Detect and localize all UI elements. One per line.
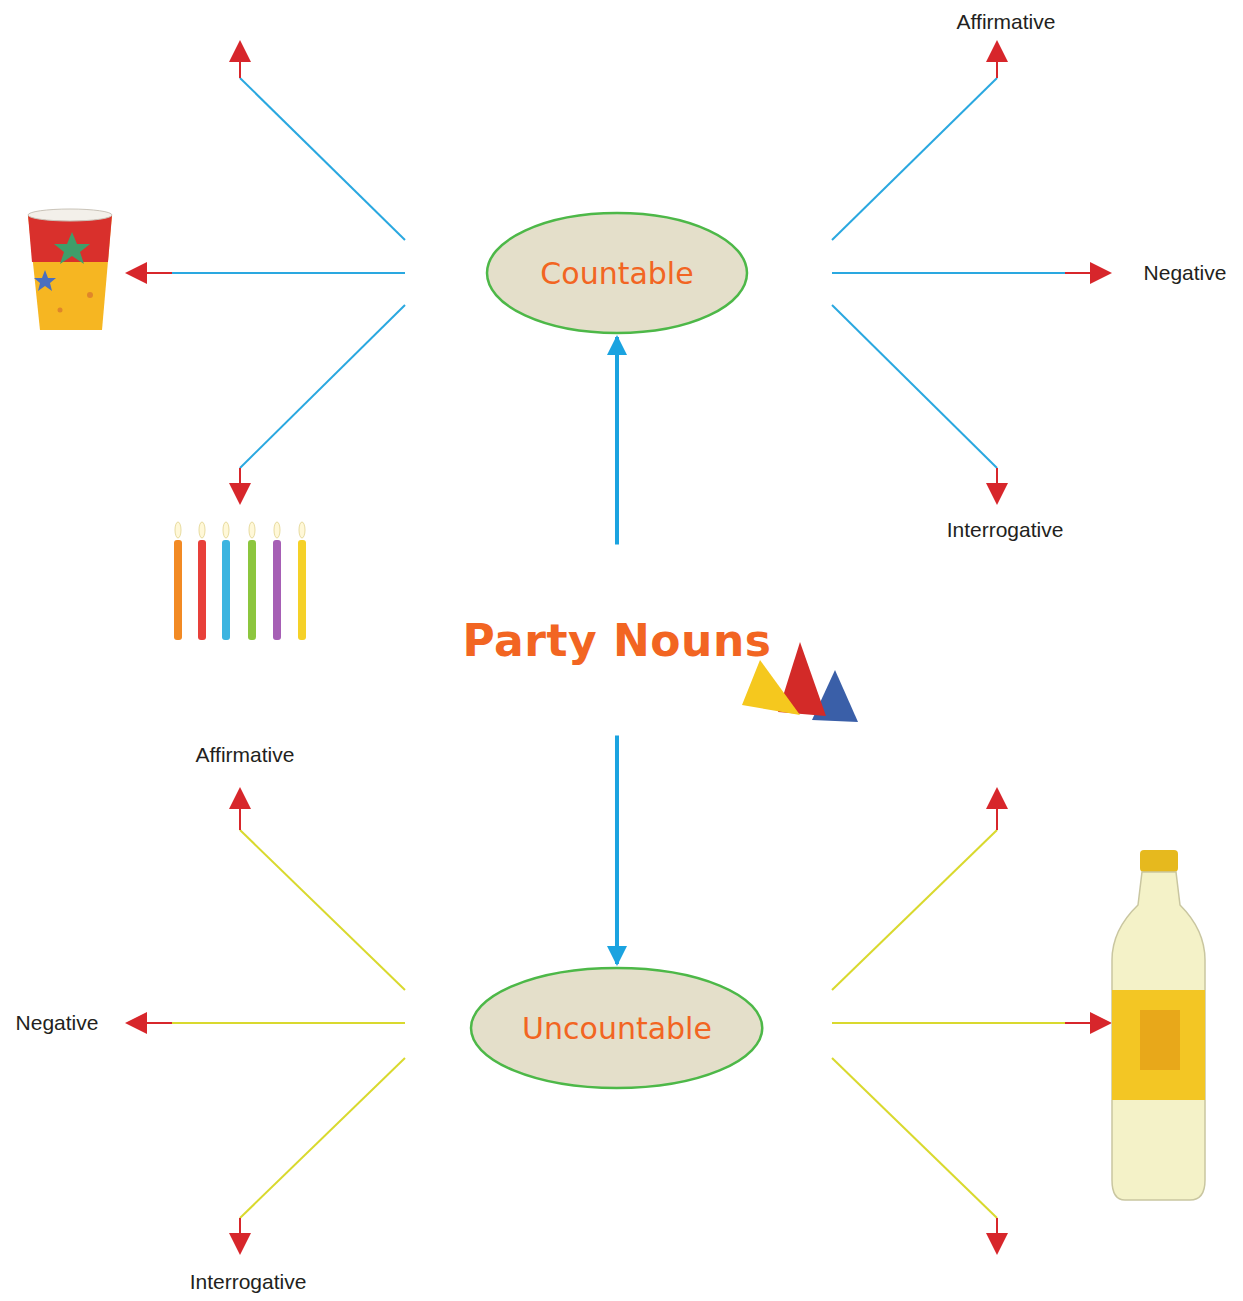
drawing-part	[1065, 1022, 1092, 1024]
ellipse-shape	[471, 968, 762, 1088]
drawing-part	[240, 305, 405, 468]
drawing-part	[249, 522, 255, 538]
drawing-part	[832, 830, 997, 990]
drawing-part	[222, 540, 230, 640]
drawing-part	[229, 787, 251, 809]
drawing-part	[996, 1218, 998, 1235]
category-arrow	[615, 337, 619, 545]
drawing-part	[273, 540, 281, 640]
category-ellipse: Countable	[485, 211, 749, 335]
sentence-type-label: Interrogative	[190, 1270, 307, 1294]
ellipse-shape	[487, 213, 747, 333]
drawing-part	[1140, 850, 1178, 872]
drawing-part	[274, 522, 280, 538]
drawing-part	[986, 483, 1008, 505]
drawing-part	[986, 1233, 1008, 1255]
drawing-part	[145, 1022, 172, 1024]
drawing-part	[28, 209, 112, 221]
drawing-part	[172, 1022, 405, 1024]
drawing-part	[125, 262, 147, 284]
drawing-part	[58, 308, 63, 313]
drawing-part	[172, 272, 405, 274]
sentence-type-label: Negative	[1144, 261, 1227, 285]
drawing-part	[175, 522, 181, 538]
drawing-part	[54, 232, 90, 264]
node-text: Countable	[540, 256, 693, 291]
drawing-part	[145, 272, 172, 274]
drawing-part	[229, 1233, 251, 1255]
drawing-part	[175, 522, 305, 538]
drawing-part	[28, 215, 112, 330]
category-arrow	[615, 736, 619, 965]
drawing-part	[239, 60, 241, 78]
node-text: Party Nouns	[463, 615, 772, 666]
drawing-part	[832, 305, 997, 468]
drawing-part	[34, 270, 56, 291]
drawing-part	[239, 468, 241, 485]
drawing-part	[229, 483, 251, 505]
drawing-part	[229, 40, 251, 62]
category-ellipse: Uncountable	[469, 966, 764, 1090]
drawing-part	[239, 808, 241, 830]
soda-bottle	[1112, 850, 1205, 1200]
drawing-part	[986, 40, 1008, 62]
drawing-part	[832, 1022, 1065, 1024]
drawing-part	[223, 522, 229, 538]
drawing-part	[1090, 262, 1112, 284]
drawing-part	[996, 60, 998, 78]
drawing-part	[240, 78, 405, 240]
drawing-part	[240, 830, 405, 990]
red-arrowheads	[125, 40, 1112, 1255]
sentence-type-label: Affirmative	[957, 10, 1056, 34]
node-text: Uncountable	[522, 1011, 712, 1046]
drawing-part	[996, 468, 998, 485]
drawing-part	[832, 78, 997, 240]
drawing-part	[1112, 990, 1205, 1100]
drawing-part	[174, 540, 182, 640]
drawing-part	[832, 1058, 997, 1218]
drawing-part	[87, 292, 93, 298]
sentence-type-label: Affirmative	[196, 743, 295, 767]
drawing-part	[1140, 1010, 1180, 1070]
birthday-candles	[174, 522, 306, 640]
drawing-part	[298, 540, 306, 640]
drawing-part	[240, 1058, 405, 1218]
drawing-part	[1090, 1012, 1112, 1034]
drawing-part	[986, 787, 1008, 809]
drawing-part	[239, 1218, 241, 1235]
main-topic: Party Nouns	[455, 545, 780, 736]
drawing-part	[1065, 272, 1092, 274]
red-arrow-stems	[145, 60, 1092, 1235]
drawing-part	[996, 808, 998, 830]
drawing-part	[299, 522, 305, 538]
sentence-type-label: Negative	[16, 1011, 99, 1035]
drawing-part	[1112, 872, 1205, 1200]
paper-cup	[28, 209, 112, 330]
drawing-part	[832, 272, 1065, 274]
sentence-type-label: Interrogative	[947, 518, 1064, 542]
drawing-part	[198, 540, 206, 640]
drawing-part	[199, 522, 205, 538]
drawing-part	[742, 660, 800, 715]
drawing-part	[125, 1012, 147, 1034]
drawing-part	[248, 540, 256, 640]
